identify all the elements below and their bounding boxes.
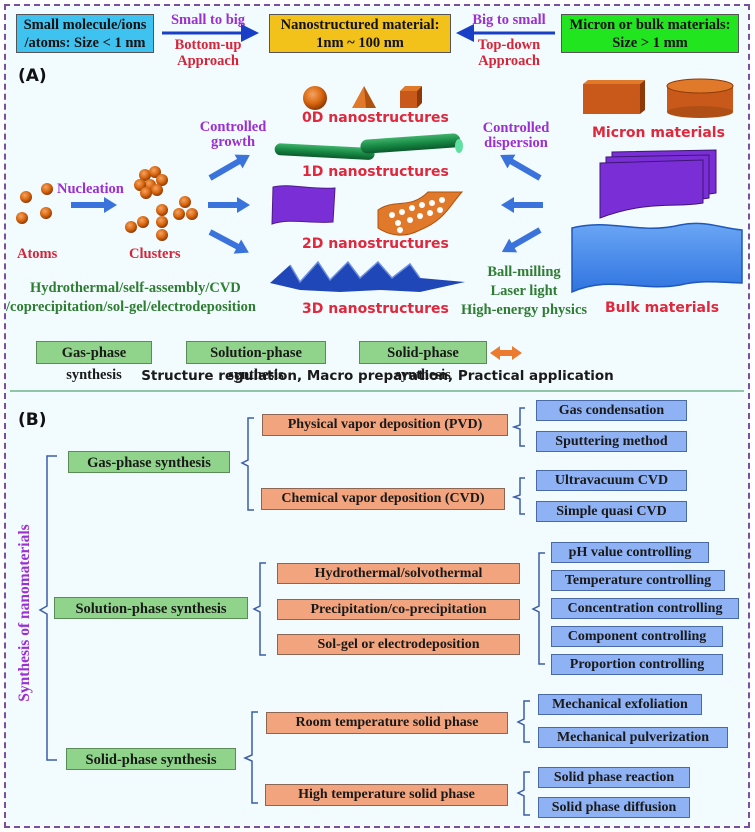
dispersion-arrow-down xyxy=(501,227,542,253)
high-energy-physics-label: High-energy physics xyxy=(460,302,588,318)
clusters-label: Clusters xyxy=(129,246,181,262)
bottom-up-methods-line1: Hydrothermal/self-assembly/CVD xyxy=(30,280,241,296)
nucleation-arrow xyxy=(71,197,117,213)
sputtering-method-box: Sputtering method xyxy=(536,431,687,452)
nucleation-label: Nucleation xyxy=(57,181,124,197)
nanostructured-material-box: Nanostructured material: 1nm ~ 100 nm xyxy=(269,14,451,53)
solid-phase-box-a: Solid-phase synthesis xyxy=(359,341,487,383)
proportion-controlling-box: Proportion controlling xyxy=(551,654,723,675)
bottom-up-line2: Approach xyxy=(177,53,239,69)
0d-nanostructures-label: 0D nanostructures xyxy=(302,110,449,126)
controlled-dispersion-line1: Controlled xyxy=(482,120,550,136)
bottom-up-line1: Bottom-up xyxy=(174,37,242,53)
solid-phase-diffusion-box: Solid phase diffusion xyxy=(538,797,690,818)
precipitation-box: Precipitation/co-precipitation xyxy=(277,599,520,620)
solution-solid-double-arrow xyxy=(490,346,522,360)
1d-nanostructures-label: 1D nanostructures xyxy=(302,164,449,180)
cube-nanostructure-icon xyxy=(400,86,422,108)
micron-materials-label: Micron materials xyxy=(592,125,725,141)
small-molecule-line1: Small molecule/ions xyxy=(23,17,147,33)
bulk-materials-box: Micron or bulk materials: Size > 1 mm xyxy=(561,14,739,53)
bulk-sheets-icon xyxy=(599,149,717,219)
root-label: Synthesis of nanomaterials xyxy=(16,524,33,702)
gas-phase-box: Gas-phase synthesis xyxy=(68,451,230,473)
small-molecule-line2: /atoms: Size < 1 nm xyxy=(24,35,146,51)
controlled-dispersion-line2: dispersion xyxy=(484,135,548,151)
top-down-line2: Approach xyxy=(478,53,540,69)
concentration-controlling-box: Concentration controlling xyxy=(551,598,739,619)
laser-light-label: Laser light xyxy=(490,283,558,299)
temperature-controlling-box: Temperature controlling xyxy=(551,570,725,591)
gas-phase-box-a: Gas-phase synthesis xyxy=(36,341,152,383)
nanosheet-icon xyxy=(271,185,336,225)
component-controlling-box: Component controlling xyxy=(551,626,723,647)
controlled-dispersion-label: Controlled dispersion xyxy=(473,121,559,151)
bulk-line1: Micron or bulk materials: xyxy=(569,17,731,33)
ph-controlling-box: pH value controlling xyxy=(551,542,709,563)
high-temp-bracket xyxy=(516,771,530,816)
dispersion-arrow-up xyxy=(500,154,542,181)
bulk-line2: Size > 1 mm xyxy=(612,35,688,51)
root-bracket xyxy=(38,455,57,761)
gas-phase-bracket xyxy=(240,417,254,511)
solid-phase-reaction-box: Solid phase reaction xyxy=(538,767,690,788)
atoms-label: Atoms xyxy=(17,246,58,262)
high-temperature-box: High temperature solid phase xyxy=(265,784,508,806)
room-temperature-box: Room temperature solid phase xyxy=(266,712,508,734)
micron-cylinder-icon xyxy=(666,78,734,118)
clusters-icon xyxy=(125,166,198,241)
atoms-icon xyxy=(16,183,53,224)
pvd-box: Physical vapor deposition (PVD) xyxy=(262,414,508,436)
hydrothermal-box: Hydrothermal/solvothermal xyxy=(277,563,520,584)
small-to-big-label: Small to big xyxy=(170,12,246,28)
solution-phase-box: Solution-phase synthesis xyxy=(54,597,248,619)
sphere-nanostructure-icon xyxy=(303,86,327,110)
small-molecule-box: Small molecule/ions /atoms: Size < 1 nm xyxy=(16,14,154,53)
solution-phase-bracket xyxy=(252,562,266,656)
simple-quasi-cvd-box: Simple quasi CVD xyxy=(536,501,687,522)
gas-condensation-box: Gas condensation xyxy=(536,400,687,421)
2d-nanostructures-label: 2D nanostructures xyxy=(302,236,449,252)
growth-arrow-up xyxy=(208,154,250,181)
dispersion-arrow-left xyxy=(501,197,543,213)
nano-line2: 1nm ~ 100 nm xyxy=(316,35,404,51)
controlled-growth-line1: Controlled xyxy=(199,119,267,135)
growth-arrow-right xyxy=(208,197,250,213)
ball-milling-label: Ball-milling xyxy=(487,264,561,280)
growth-arrow-down xyxy=(208,229,249,254)
room-temp-bracket xyxy=(516,700,530,743)
bulk-materials-label: Bulk materials xyxy=(605,300,720,316)
bottom-up-label: Bottom-up Approach xyxy=(160,37,256,69)
ultravacuum-cvd-box: Ultravacuum CVD xyxy=(536,470,687,491)
micron-block-icon xyxy=(583,80,645,114)
solution-phase-box-a: Solution-phase synthesis xyxy=(186,341,326,383)
panel-a-label: (A) xyxy=(18,66,47,86)
cvd-box: Chemical vapor deposition (CVD) xyxy=(261,488,505,510)
mechanical-exfoliation-box: Mechanical exfoliation xyxy=(538,694,702,715)
nano-line1: Nanostructured material: xyxy=(280,17,440,33)
top-down-methods: Ball-milling Laser light High-energy phy… xyxy=(449,263,599,320)
top-down-label: Top-down Approach xyxy=(460,37,558,69)
summary-text: Structure regulation, Macro preparation,… xyxy=(141,368,614,384)
bulk-material-icon xyxy=(571,222,743,294)
3d-nanostructures-label: 3D nanostructures xyxy=(302,301,449,317)
3d-nanostructure-icon xyxy=(270,260,465,292)
cvd-bracket xyxy=(511,477,525,515)
solid-phase-bracket xyxy=(243,711,258,804)
pyramid-nanostructure-icon xyxy=(352,86,376,108)
top-down-line1: Top-down xyxy=(477,37,541,53)
big-to-small-label: Big to small xyxy=(472,12,546,28)
nanorod-icon xyxy=(274,133,463,160)
solid-phase-box: Solid-phase synthesis xyxy=(66,748,236,770)
mechanical-pulverization-box: Mechanical pulverization xyxy=(538,727,728,748)
panel-b-label: (B) xyxy=(18,410,47,430)
bottom-up-methods-line2: /coprecipitation/sol-gel/electrodepositi… xyxy=(6,299,256,315)
controlled-growth-line2: growth xyxy=(210,134,256,150)
controlled-growth-label: Controlled growth xyxy=(190,120,276,150)
porous-nanosheet-icon xyxy=(377,191,464,236)
pvd-bracket xyxy=(511,407,525,447)
solution-techniques-bracket xyxy=(531,552,545,665)
sol-gel-box: Sol-gel or electrodeposition xyxy=(277,634,520,655)
